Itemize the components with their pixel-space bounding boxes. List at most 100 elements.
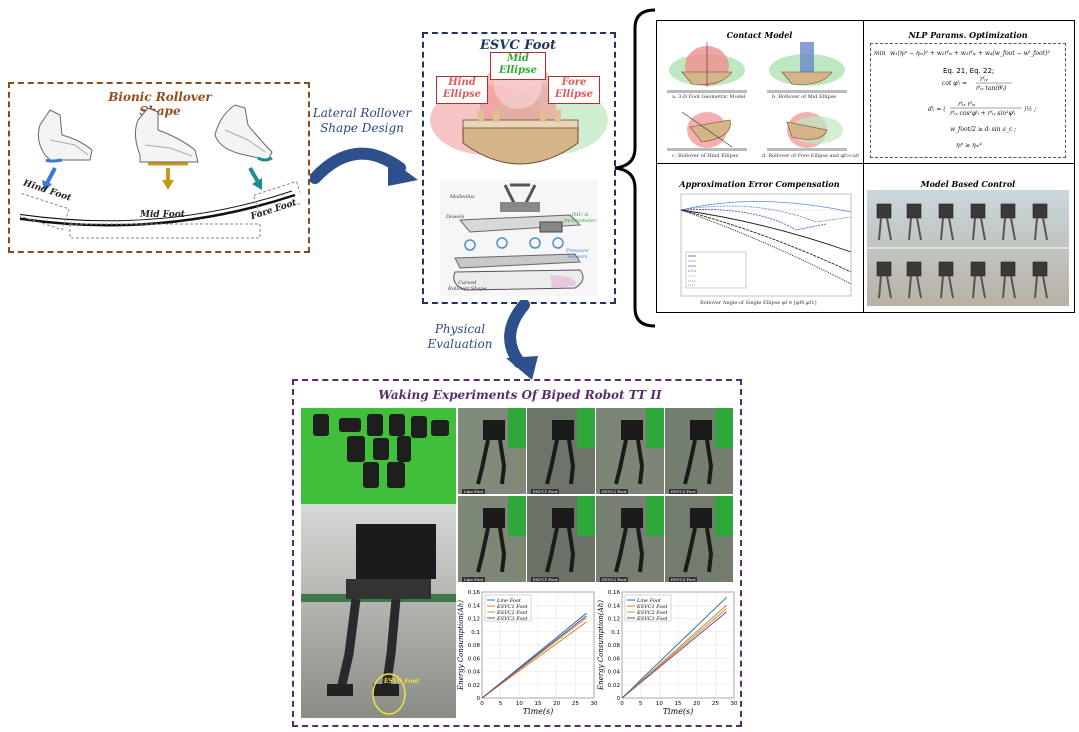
x-tick-label: 15 [675,701,682,707]
caption-b: b. Rollover of Mid Ellipse [772,94,837,100]
svg-text:min: min [874,50,886,57]
x-tick-label: 15 [535,701,542,707]
walking-title: Waking Experiments Of Biped Robot TT II [378,388,662,402]
y-tick-label: 0.14 [468,603,481,609]
legend-label: ESVC2 Foot [496,610,528,616]
y-tick-label: 0.02 [608,683,620,689]
curly-brace [614,8,656,328]
tag-line-1: Line Foot [462,489,486,494]
legend-label: Line Foot [496,598,522,604]
imu-label: IMU &Inclinometer [564,212,597,224]
y-axis-label: Energy Consumption(Ah) [597,600,605,691]
tag-esvc2-2: ESVC2 Foot [600,577,629,582]
legend-label: Line Foot [636,598,662,604]
sim-robots [867,203,1069,299]
svg-text:rᶠᵢₓ rᶠᵢᵧ: rᶠᵢₓ rᶠᵢᵧ [958,101,976,108]
foot-sketches [20,104,300,239]
tag-line-2: Line Foot [462,577,486,582]
y-tick-label: 0 [477,696,481,702]
legend-box [484,594,532,622]
foot-soles [313,414,449,488]
legend-label: ESVC1 Foot [636,604,668,610]
esvc-foot-label: ESVC Foot [384,678,420,685]
y-tick-label: 0.08 [608,643,621,649]
y-tick-label: 0.02 [468,683,480,689]
nlp-title: NLP Params. Optimization [908,30,1028,40]
mid-foot-label: Mid Foot [140,210,185,220]
legend-label: ESVC2 Foot [636,610,668,616]
exploded-foot-view [440,180,598,296]
robot-figure [301,524,456,715]
walking-box [292,379,742,727]
contact-model-figures [667,42,847,151]
x-tick-label: 0 [480,701,484,707]
svg-text:dᶠᵢ = (: dᶠᵢ = ( [928,106,946,113]
series-line [481,615,587,699]
legend-label: ESVC3 Foot [496,616,528,622]
y-axis-label: Energy Consumption(Ah) [457,600,465,691]
eq-ref: Eq. 21, Eq. 22; [943,67,995,75]
x-tick-label: 20 [693,701,700,707]
svg-text:ηᵢᵖ ≥ ηₘ⁴: ηᵢᵖ ≥ ηₘ⁴ [956,142,982,149]
foot-hind-sketch [37,109,93,161]
approx-title: Approximation Error Compensation [679,179,840,189]
y-tick-label: 0.06 [468,656,481,662]
y-tick-label: 0.16 [468,590,481,596]
x-tick-label: 25 [712,701,719,707]
arrow2-label: Physical Evaluation [427,322,493,351]
series-line [481,621,587,699]
tag-esvc1-1: ESVC1 Foot [531,489,560,494]
x-axis-label: Time(s) [663,707,694,716]
y-tick-label: 0.1 [611,630,620,636]
svg-text:cot φᶠᵢ =: cot φᶠᵢ = [942,80,967,87]
y-tick-label: 0.1 [471,630,480,636]
foot-fore-sketch [214,104,273,161]
y-tick-label: 0.08 [468,643,481,649]
nlp-panel [863,20,1075,165]
y-tick-label: 0.12 [608,617,620,623]
y-tick-label: 0.16 [608,590,621,596]
tag-esvc1-2: ESVC1 Foot [531,577,560,582]
y-tick-label: 0.04 [468,670,481,676]
y-tick-label: 0.04 [608,670,621,676]
svg-text:w₁(ηᵢᵖ − ηₘ)² + w₂rᶠᵢₓ + w₃rᶠᵢ: w₁(ηᵢᵖ − ηₘ)² + w₂rᶠᵢₓ + w₃rᶠᵢᵧ + w₄(w_f… [890,50,1050,57]
control-title: Model Based Control [920,179,1016,189]
esvc-title: ESVC Foot [479,38,557,53]
caption-c: c. Rollover of Hind Ellipse [672,153,739,159]
svg-text:rᶠᵢₓ cos²φᶠᵢ + rᶠᵢᵧ sin²φᶠᵢ: rᶠᵢₓ cos²φᶠᵢ + rᶠᵢᵧ sin²φᶠᵢ [950,110,1016,117]
y-tick-label: 0 [617,696,621,702]
legend-label: ESVC1 Foot [496,604,528,610]
tag-esvc3-1: ESVC3 Foot [669,489,698,494]
series-line [621,611,727,699]
bionic-rollover-box [8,82,310,253]
legend-box [624,594,672,622]
tag-esvc3-2: ESVC3 Foot [669,577,698,582]
svg-text:rᶠᵢₓ tan(θᶠᵢ): rᶠᵢₓ tan(θᶠᵢ) [976,85,1007,92]
x-tick-label: 5 [639,701,643,707]
x-tick-label: 30 [591,701,598,707]
contact-model-title: Contact Model [726,30,793,40]
svg-text:w_foot/2 ≥ dᵢ sin a_c ;: w_foot/2 ≥ dᵢ sin a_c ; [950,126,1016,133]
malleolus-label: Malleolus [450,194,475,200]
svg-text:rᶠᵢᵧ: rᶠᵢᵧ [980,76,988,83]
x-tick-label: 10 [656,701,663,707]
nlp-equation-box [870,43,1066,158]
svg-text:)½ ;: )½ ; [1023,106,1036,113]
approx-plot [680,193,852,297]
x-axis-label: Time(s) [523,707,554,716]
x-tick-label: 0 [620,701,624,707]
nlp-equations: min w₁(ηᵢᵖ − ηₘ)² + w₂rᶠᵢₓ + w₃rᶠᵢᵧ + w₄… [874,50,1050,149]
curved-arrow-right [310,147,418,186]
y-tick-label: 0.12 [468,617,480,623]
x-tick-label: 10 [516,701,523,707]
foot-mid-sketch [134,107,199,163]
y-tick-label: 0.06 [608,656,621,662]
tag-esvc2-1: ESVC2 Foot [600,489,629,494]
series-line [621,596,727,699]
